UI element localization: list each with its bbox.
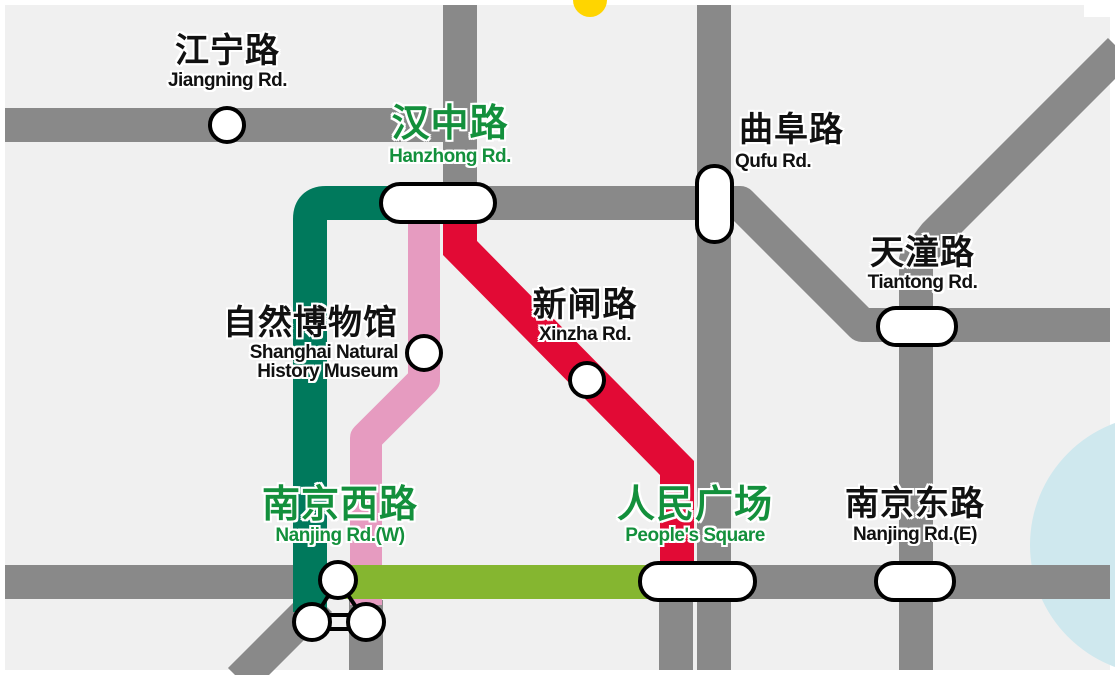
label-zh: 南京东路: [845, 484, 985, 524]
label-qufu: 曲阜路 Qufu Rd.: [735, 113, 844, 171]
station-qufu[interactable]: [695, 164, 734, 244]
label-zh: 曲阜路: [739, 110, 844, 150]
label-tiantong: 天潼路 Tiantong Rd.: [845, 236, 1000, 292]
river: [1030, 423, 1115, 667]
label-en-line2: History Museum: [257, 361, 398, 382]
label-zh: 新闸路: [532, 285, 638, 325]
station-hanzhong[interactable]: [379, 182, 497, 224]
line-tiantong: [899, 37, 1115, 670]
label-zh: 江宁路: [175, 31, 280, 71]
label-zh: 天潼路: [870, 233, 975, 273]
label-zh: 汉中路: [391, 101, 509, 145]
label-en: Jiangning Rd.: [167, 70, 288, 91]
station-nanjingw[interactable]: [292, 560, 386, 642]
label-en: Xinzha Rd.: [538, 324, 632, 345]
line-red: [443, 210, 694, 575]
label-en: Hanzhong Rd.: [389, 146, 511, 167]
line-dark-green: [293, 186, 400, 612]
label-zh: 南京西路: [261, 482, 418, 526]
label-nanjingw: 南京西路 Nanjing Rd.(W): [240, 485, 440, 545]
label-hanzhong: 汉中路 Hanzhong Rd.: [365, 104, 535, 166]
station-nanjinge[interactable]: [874, 561, 956, 602]
station-xinzha[interactable]: [568, 361, 606, 399]
station-museum[interactable]: [405, 334, 443, 372]
label-zh: 人民广场: [616, 482, 773, 526]
label-zh: 自然博物馆: [223, 303, 398, 343]
label-en: People's Square: [625, 525, 765, 546]
label-en: Qufu Rd.: [735, 151, 812, 172]
label-en: Nanjing Rd.(W): [275, 525, 405, 546]
label-en: Shanghai Natural: [249, 342, 399, 363]
label-en: Nanjing Rd.(E): [853, 524, 977, 545]
station-peoples-square[interactable]: [638, 561, 757, 602]
label-xinzha: 新闸路 Xinzha Rd.: [515, 288, 655, 344]
label-jiangning: 江宁路 Jiangning Rd.: [150, 34, 305, 90]
station-jiangning[interactable]: [208, 106, 246, 144]
label-nanjinge: 南京东路 Nanjing Rd.(E): [830, 487, 1000, 544]
label-peoples-square: 人民广场 People's Square: [595, 485, 795, 545]
label-en: Tiantong Rd.: [867, 272, 978, 293]
station-tiantong[interactable]: [876, 306, 958, 347]
line-pink: [350, 210, 440, 605]
yellow-line-fragment: [573, 0, 607, 17]
label-museum: 自然博物馆 Shanghai Natural History Museum: [190, 303, 399, 382]
